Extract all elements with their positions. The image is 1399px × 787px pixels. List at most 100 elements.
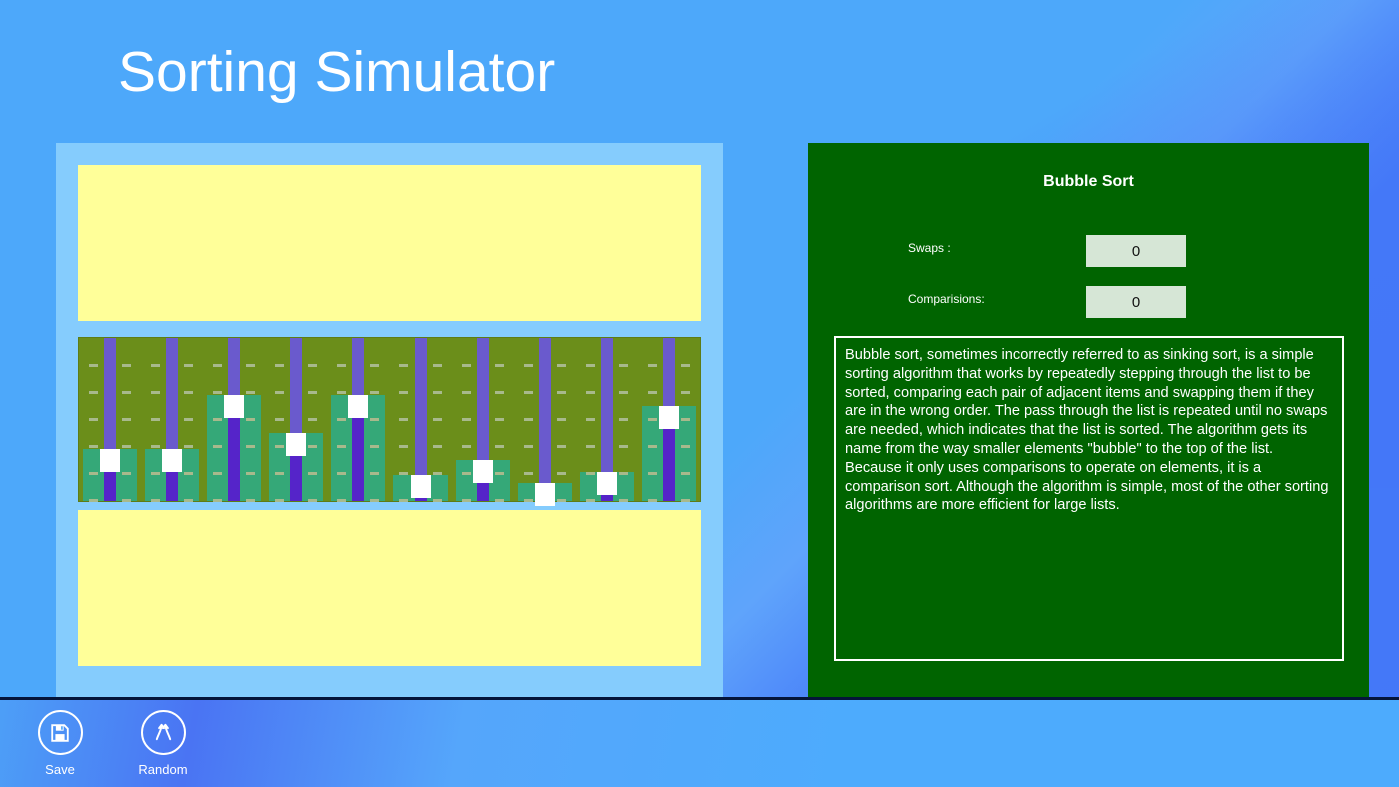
slider-thumb[interactable] <box>534 483 555 506</box>
tick-mark <box>184 418 194 421</box>
slider-cell[interactable] <box>141 338 203 502</box>
tick-mark <box>399 445 409 448</box>
tick-mark <box>337 364 347 367</box>
slider-track[interactable] <box>228 338 241 501</box>
comparisons-value[interactable]: 0 <box>1086 286 1186 318</box>
slider-thumb[interactable] <box>348 395 369 418</box>
tick-mark <box>151 445 161 448</box>
right-panel: Bubble Sort Swaps : 0 Comparisions: 0 Bu… <box>808 143 1369 697</box>
slider-track-upper <box>166 338 179 449</box>
slider-cell[interactable] <box>638 338 700 502</box>
save-button-circle <box>37 710 83 755</box>
slider-track[interactable] <box>104 338 117 501</box>
output-textarea-bottom[interactable] <box>78 510 701 666</box>
algorithm-description-box: Bubble sort, sometimes incorrectly refer… <box>834 336 1344 661</box>
tick-mark <box>494 364 504 367</box>
slider-cell[interactable] <box>514 338 576 506</box>
tick-mark <box>122 445 132 448</box>
tick-mark <box>399 364 409 367</box>
slider-thumb[interactable] <box>162 449 183 472</box>
tick-mark <box>213 391 223 394</box>
slider-track-upper <box>662 338 675 406</box>
tick-mark <box>122 418 132 421</box>
tick-mark <box>523 418 533 421</box>
slider-track[interactable] <box>290 338 303 501</box>
slider-track-lower <box>166 472 179 501</box>
slider-track[interactable] <box>600 338 613 501</box>
tick-mark <box>308 364 318 367</box>
tick-mark <box>432 418 442 421</box>
slider-cell[interactable] <box>576 338 638 502</box>
appbar-divider <box>0 697 1399 700</box>
page-title: Sorting Simulator <box>118 40 556 104</box>
tick-mark <box>461 445 471 448</box>
sorting-chart[interactable] <box>78 337 701 506</box>
slider-thumb[interactable] <box>286 433 307 456</box>
slider-track[interactable] <box>662 338 675 501</box>
tick-mark <box>618 445 628 448</box>
tick-mark <box>89 445 98 448</box>
slider-track-upper <box>352 338 365 395</box>
tick-mark <box>213 364 223 367</box>
slider-track-lower <box>414 498 427 501</box>
stat-row-swaps: Swaps : 0 <box>808 235 1369 267</box>
slider-thumb[interactable] <box>658 406 679 429</box>
tick-mark <box>556 472 566 475</box>
slider-track[interactable] <box>538 338 551 501</box>
random-button-circle <box>140 710 186 755</box>
tick-mark <box>618 364 628 367</box>
tick-mark <box>308 418 318 421</box>
tick-mark <box>494 445 504 448</box>
tick-mark <box>89 391 98 394</box>
tick-mark <box>432 445 442 448</box>
slider-thumb[interactable] <box>224 395 245 418</box>
slider-track[interactable] <box>166 338 179 501</box>
slider-cell[interactable] <box>203 338 265 502</box>
tick-mark <box>308 391 318 394</box>
slider-cell[interactable] <box>265 338 327 502</box>
slider-track-lower <box>600 495 613 501</box>
tick-mark <box>337 391 347 394</box>
slider-thumb[interactable] <box>596 472 617 495</box>
tick-mark <box>523 445 533 448</box>
slider-thumb[interactable] <box>410 475 431 498</box>
tick-mark <box>89 418 98 421</box>
slider-track[interactable] <box>352 338 365 501</box>
algorithm-title: Bubble Sort <box>1043 173 1134 190</box>
shuffle-arrows-icon <box>155 723 171 741</box>
tick-mark <box>647 364 657 367</box>
slider-cell[interactable] <box>452 338 514 502</box>
swaps-value[interactable]: 0 <box>1086 235 1186 267</box>
tick-mark <box>585 364 595 367</box>
tick-mark <box>556 364 566 367</box>
slider-cell[interactable] <box>79 338 141 502</box>
tick-mark <box>680 364 690 367</box>
tick-mark <box>370 364 380 367</box>
slider-track[interactable] <box>414 338 427 501</box>
slider-track-upper <box>476 338 489 460</box>
slider-track[interactable] <box>476 338 489 501</box>
save-floppy-icon <box>51 723 69 742</box>
save-button[interactable]: Save <box>16 710 104 777</box>
tick-mark <box>680 391 690 394</box>
tick-mark <box>399 418 409 421</box>
tick-mark <box>461 364 471 367</box>
slider-track-upper <box>104 338 117 449</box>
random-button[interactable]: Random <box>119 710 207 777</box>
slider-track-lower <box>662 429 675 501</box>
tick-mark <box>432 364 442 367</box>
slider-track-lower <box>228 418 241 501</box>
slider-cell[interactable] <box>389 338 451 502</box>
tick-mark <box>494 418 504 421</box>
slider-thumb[interactable] <box>472 460 493 483</box>
tick-mark <box>122 364 132 367</box>
comparisons-label: Comparisions: <box>908 292 985 306</box>
output-textarea-top[interactable] <box>78 165 701 321</box>
tick-mark <box>399 391 409 394</box>
slider-cell[interactable] <box>327 338 389 502</box>
slider-thumb[interactable] <box>100 449 121 472</box>
tick-mark <box>184 391 194 394</box>
tick-mark <box>151 418 161 421</box>
random-button-label: Random <box>138 762 188 777</box>
tick-mark <box>275 391 285 394</box>
